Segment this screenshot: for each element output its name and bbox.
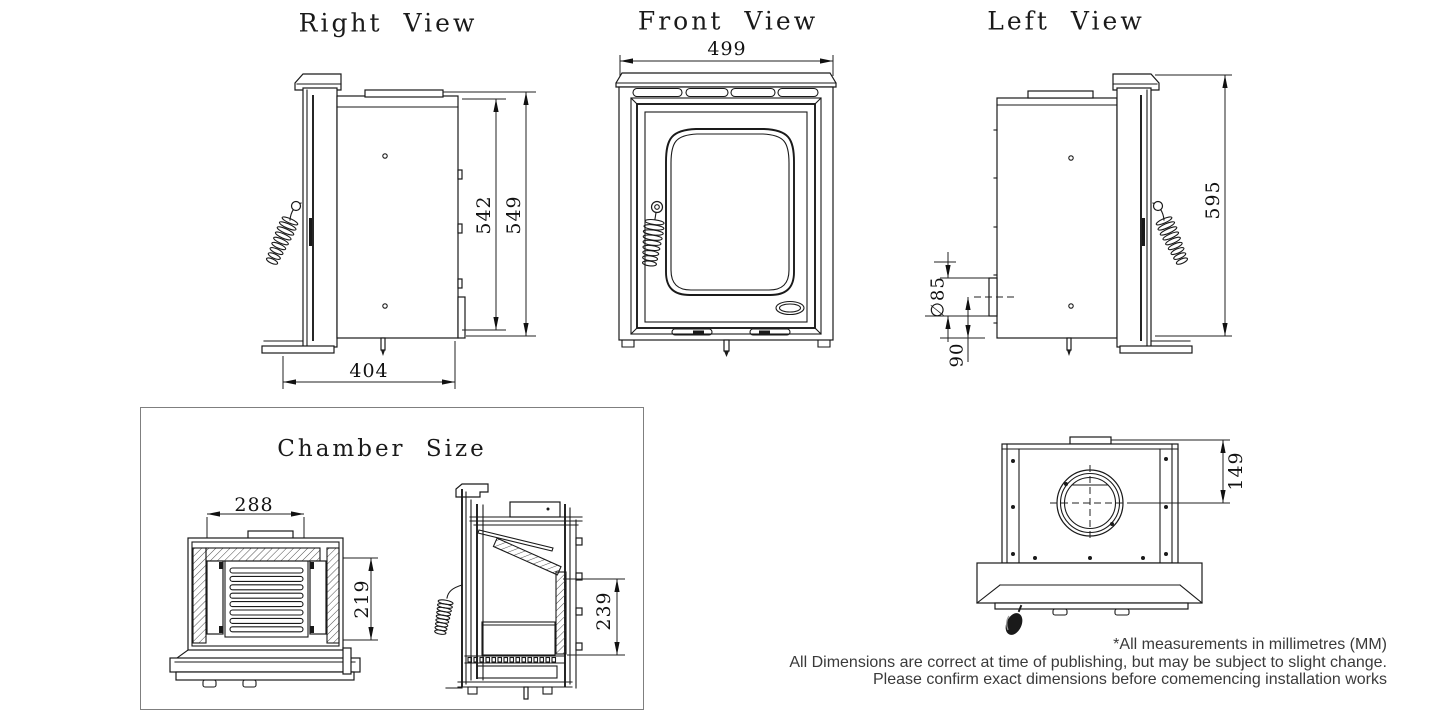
dim-404: 404 [349,360,389,382]
stove-side-body [261,73,466,356]
dim-90: 90 [946,342,968,368]
right-view-title: Right View [298,8,478,38]
chamber-side-handle [434,584,463,635]
brand-badge [775,300,805,316]
right-view-drawing [261,73,536,389]
front-view-title: Front View [637,6,819,36]
flue-collar [1050,465,1130,541]
note-line-2: All Dimensions are correct at time of pu… [789,653,1387,671]
right-view-dimension-lines [282,91,536,389]
left-view-dimension-lines [925,74,1232,362]
door-handle-coil-left [1152,200,1189,265]
note-line-3: Please confirm exact dimensions before c… [872,671,1387,688]
measurement-notes: *All measurements in millimetres (MM) Al… [789,636,1387,689]
dim-499: 499 [707,38,747,60]
dim-149: 149 [1225,451,1247,491]
hearth-plinth [976,562,1203,635]
top-view-drawing [976,436,1230,635]
left-view-drawing [925,73,1232,362]
stove-front-body [615,72,837,357]
dim-219: 219 [351,579,373,619]
dim-542: 542 [473,195,495,235]
dim-288: 288 [234,494,274,516]
note-line-1: *All measurements in millimetres (MM) [1113,636,1387,653]
dim-549: 549 [503,195,525,235]
damper-knob [1005,613,1023,635]
top-view-dimensions [1111,439,1230,504]
left-view-title: Left View [987,6,1145,36]
front-view-drawing [615,55,837,357]
chamber-side-section [445,483,583,700]
front-dimension-lines [619,55,834,76]
dim-239: 239 [593,591,615,631]
dim-flue-diameter: ∅85 [927,276,949,318]
chamber-side-section-drawing [434,483,625,700]
chamber-side-dimensions [563,578,625,656]
stove-side-body-left [974,73,1193,356]
chamber-front-section [169,530,361,688]
chamber-size-panel [140,407,644,710]
chamber-front-section-drawing [169,511,378,688]
door-handle-coil [265,200,302,265]
dim-595: 595 [1202,180,1224,220]
chamber-size-title: Chamber Size [277,436,487,462]
door-handle-front [641,200,665,267]
